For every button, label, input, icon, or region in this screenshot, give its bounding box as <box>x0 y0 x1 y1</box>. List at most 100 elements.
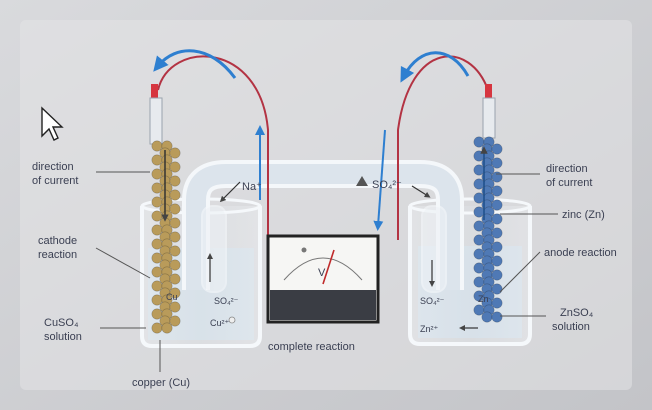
label-so4-right: SO₄²⁻ <box>420 296 445 306</box>
copper-bead <box>169 259 181 271</box>
label-zn-electrode: Zn <box>478 294 489 304</box>
right-beaker <box>408 197 532 346</box>
anode-terminal <box>485 84 492 98</box>
salt-bridge-core <box>186 164 460 290</box>
current-arrow-top-right <box>400 51 470 83</box>
so4-bridge-arrowhead <box>356 176 368 186</box>
label-voltmeter-v: V <box>318 267 326 279</box>
copper-bead <box>151 140 163 152</box>
copper-bead <box>151 252 163 264</box>
copper-bead <box>169 245 181 257</box>
right-beaker-rim <box>408 197 532 215</box>
zinc-bead <box>473 304 485 316</box>
copper-bead <box>169 217 181 229</box>
so4-ion-arrow <box>411 185 431 198</box>
label-complete-reaction: complete reaction <box>268 341 355 353</box>
copper-bead <box>151 210 163 222</box>
zinc-bead <box>473 262 485 274</box>
label-cu-electrode: Cu <box>166 292 178 302</box>
cathode-holder <box>149 97 163 145</box>
copper-bead <box>169 301 181 313</box>
zinc-bead <box>491 157 503 169</box>
voltmeter-needle <box>322 249 335 285</box>
zinc-bead <box>473 206 485 218</box>
zinc-bead <box>491 213 503 225</box>
leader-cathode <box>95 247 151 279</box>
zinc-bead <box>473 192 485 204</box>
left-inner-tube <box>201 205 227 293</box>
copper-bead <box>151 238 163 250</box>
copper-bead <box>169 231 181 243</box>
label-anode-reaction: anode reaction <box>544 247 617 259</box>
copper-bead <box>169 147 181 159</box>
copper-bead <box>151 294 163 306</box>
diagram-panel <box>20 20 632 390</box>
label-zinc: zinc (Zn) <box>562 209 605 221</box>
zinc-bead <box>491 143 503 155</box>
label-cu-ion: Cu²⁺ <box>210 318 230 328</box>
copper-bead <box>151 308 163 320</box>
left-wire <box>157 55 269 240</box>
cathode-terminal <box>151 84 158 98</box>
voltmeter-mark <box>301 247 307 253</box>
cu-ion-dot <box>228 316 236 324</box>
label-so4-bridge: SO₄²⁻ <box>372 179 402 191</box>
zinc-bead <box>473 234 485 246</box>
zinc-bead <box>473 248 485 260</box>
label-cathode-1: cathode <box>38 235 77 247</box>
leader-lines <box>95 171 558 372</box>
zinc-bead <box>491 227 503 239</box>
voltmeter-base <box>270 290 376 320</box>
cursor-icon <box>41 106 64 141</box>
zinc-bead <box>491 283 503 295</box>
leader-anode <box>499 251 541 293</box>
copper-bead <box>169 189 181 201</box>
zinc-bead <box>473 150 485 162</box>
zinc-bead <box>491 297 503 309</box>
label-direction-right-1: direction <box>546 163 588 175</box>
zinc-bead <box>473 220 485 232</box>
copper-bead <box>151 280 163 292</box>
label-zn-ion: Zn²⁺ <box>420 324 439 334</box>
label-cathode-2: reaction <box>38 249 77 261</box>
right-inner-tube <box>421 205 447 293</box>
copper-bead <box>151 224 163 236</box>
zinc-bead <box>481 311 493 323</box>
zinc-bead <box>491 255 503 267</box>
copper-bead <box>151 154 163 166</box>
copper-bead <box>169 203 181 215</box>
copper-bead <box>169 315 181 327</box>
current-arrow-top-left <box>153 49 237 79</box>
zinc-bead <box>491 311 503 323</box>
electron-arrow-right <box>373 129 386 231</box>
copper-bead <box>169 161 181 173</box>
label-direction-left-1: direction <box>32 161 74 173</box>
zinc-bead <box>473 164 485 176</box>
copper-bead <box>151 322 163 334</box>
zinc-bead <box>491 199 503 211</box>
zinc-bead <box>491 171 503 183</box>
zinc-bead <box>473 178 485 190</box>
na-ion-arrow <box>219 181 241 203</box>
label-so4-left: SO₄²⁻ <box>214 296 239 306</box>
copper-bead <box>151 168 163 180</box>
zinc-bead <box>491 269 503 281</box>
copper-bead <box>169 273 181 285</box>
label-znso4-2: solution <box>552 321 590 333</box>
zinc-bead <box>473 276 485 288</box>
copper-bead <box>151 266 163 278</box>
label-cuso4-2: solution <box>44 331 82 343</box>
label-cuso4-1: CuSO₄ <box>44 317 79 329</box>
voltmeter-scale <box>283 257 363 281</box>
copper-bead <box>161 322 173 334</box>
voltmeter <box>266 234 380 324</box>
copper-bead <box>169 287 181 299</box>
label-direction-left-2: of current <box>32 175 78 187</box>
zinc-bead <box>473 136 485 148</box>
copper-bead <box>151 196 163 208</box>
zinc-bead <box>491 185 503 197</box>
anode-holder <box>482 97 496 139</box>
label-direction-right-2: of current <box>546 177 592 189</box>
